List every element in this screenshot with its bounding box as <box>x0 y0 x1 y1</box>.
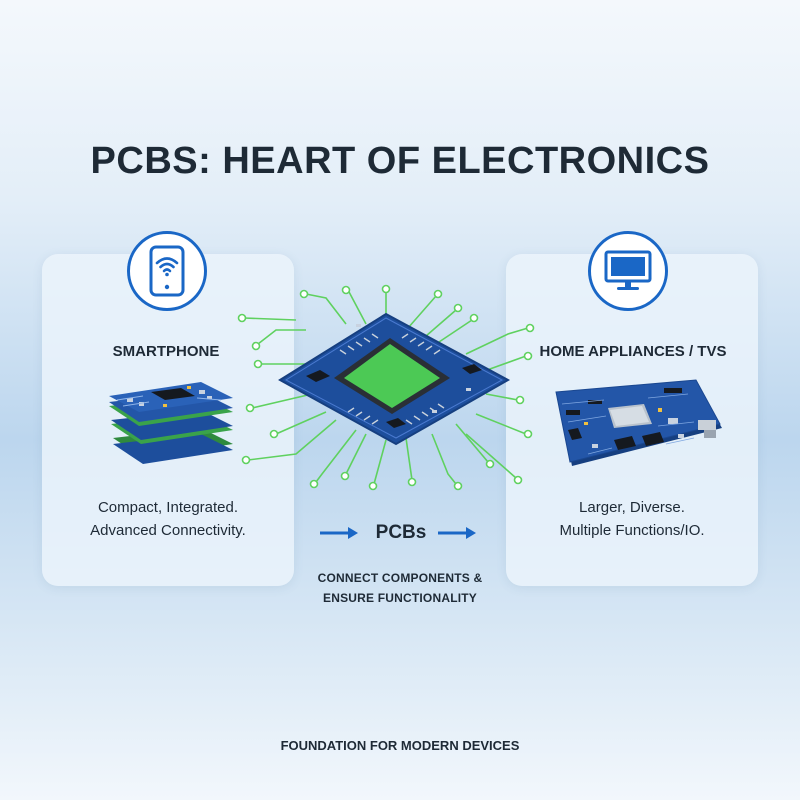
central-pcb-chip-graphic <box>237 284 535 491</box>
page-title: PCBS: HEART OF ELECTRONICS <box>90 140 710 182</box>
home-appliances-description-line1: Larger, Diverse. <box>579 499 685 516</box>
pcbs-caption-line1: CONNECT COMPONENTS & <box>317 571 483 585</box>
home-appliances-description: Larger, Diverse. Multiple Functions/IO. <box>516 496 748 542</box>
pcbs-caption: CONNECT COMPONENTS & ENSURE FUNCTIONALIT… <box>300 568 500 608</box>
arrow-right-icon <box>320 527 358 539</box>
smartphone-description-line2: Advanced Connectivity. <box>90 522 246 539</box>
smartphone-heading: SMARTPHONE <box>112 343 220 360</box>
home-appliances-description-line2: Multiple Functions/IO. <box>559 522 705 539</box>
arrow-right-icon <box>438 527 476 539</box>
home-appliances-heading: HOME APPLIANCES / TVS <box>539 343 727 360</box>
home-appliance-pcb-graphic <box>555 379 722 466</box>
footer-tagline: FOUNDATION FOR MODERN DEVICES <box>280 738 520 753</box>
smartphone-wifi-icon <box>127 231 207 311</box>
monitor-icon <box>588 231 668 311</box>
stacked-smartphone-pcbs-graphic <box>109 382 233 464</box>
pcbs-label: PCBs <box>375 522 427 543</box>
smartphone-description-line1: Compact, Integrated. <box>97 499 239 516</box>
pcbs-caption-line2: ENSURE FUNCTIONALITY <box>323 591 477 605</box>
smartphone-description: Compact, Integrated. Advanced Connectivi… <box>52 496 284 542</box>
